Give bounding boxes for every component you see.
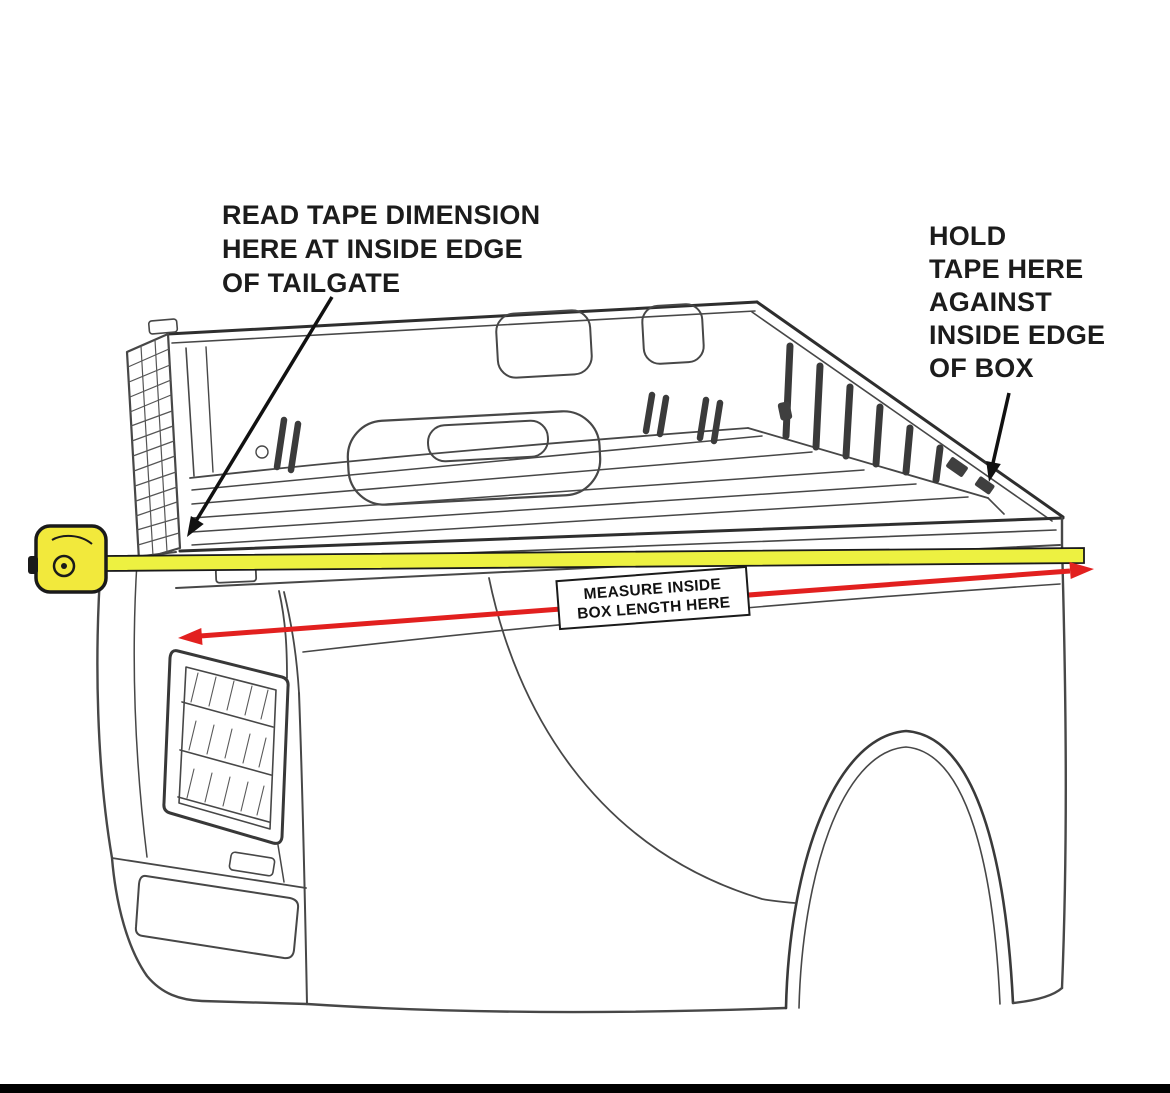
bed-floor-ribs xyxy=(191,435,969,546)
rail-clips xyxy=(777,401,995,495)
read-tape-line-2: HERE AT INSIDE EDGE xyxy=(222,234,523,264)
callout-arrow-tailgate xyxy=(187,296,334,537)
tape-measure-icon xyxy=(28,524,108,594)
bulkhead-slats xyxy=(782,342,944,484)
far-wall-detail xyxy=(185,303,749,479)
hold-tape-line-3: AGAINST xyxy=(929,287,1052,317)
hold-tape-line-5: OF BOX xyxy=(929,353,1034,383)
callout-arrow-box xyxy=(986,392,1011,482)
measure-arrow: MEASURE INSIDE BOX LENGTH HERE xyxy=(178,562,1094,645)
read-tape-annotation: READ TAPE DIMENSION HERE AT INSIDE EDGE … xyxy=(222,198,540,300)
truck-bed-line-art xyxy=(96,300,1067,1014)
hold-tape-line-1: HOLD xyxy=(929,221,1007,251)
tape-lock-button xyxy=(28,556,38,574)
measure-label-box: MEASURE INSIDE BOX LENGTH HERE xyxy=(555,565,751,631)
read-tape-line-1: READ TAPE DIMENSION xyxy=(222,200,541,230)
tail-light xyxy=(162,649,290,845)
hold-tape-line-4: INSIDE EDGE xyxy=(929,320,1106,350)
measure-arrowhead-right xyxy=(1069,562,1094,579)
measure-arrowhead-left xyxy=(178,628,203,645)
rear-face xyxy=(96,559,309,1006)
read-tape-line-3: OF TAILGATE xyxy=(222,268,401,298)
hold-tape-line-2: TAPE HERE xyxy=(929,254,1084,284)
bottom-bar xyxy=(0,1084,1170,1093)
tape-band xyxy=(103,547,1085,572)
hold-tape-annotation: HOLD TAPE HERE AGAINST INSIDE EDGE OF BO… xyxy=(929,220,1105,385)
tailgate-mesh xyxy=(125,318,182,562)
stake-pockets xyxy=(273,391,724,474)
